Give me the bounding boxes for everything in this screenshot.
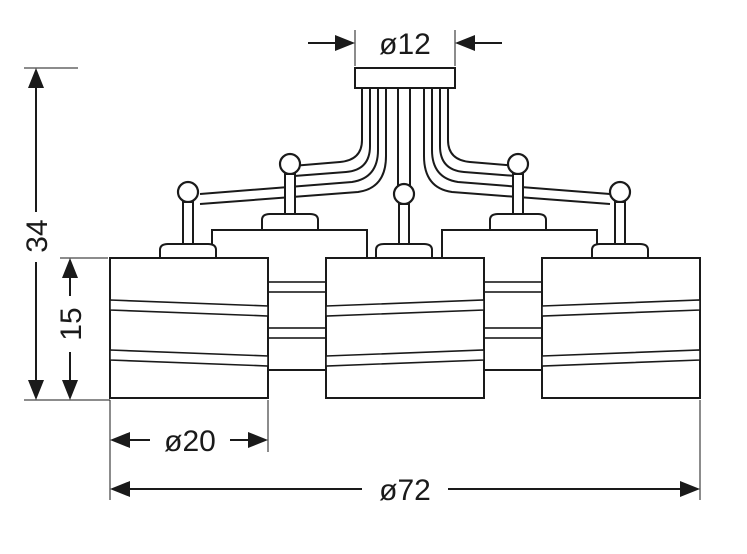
shade-height-dimension: 15 (55, 257, 108, 400)
overall-diameter-dimension: ø72 (109, 400, 701, 507)
rear-right-socket (489, 152, 547, 231)
front-center-shade (325, 257, 485, 399)
ceiling-canopy (354, 67, 456, 89)
total-height-dimension: 34 (21, 67, 110, 401)
shade-diameter-dimension: ø20 (109, 400, 269, 458)
canopy-diameter-label: ø12 (379, 28, 431, 61)
front-center-socket (375, 182, 433, 259)
total-height-label: 34 (21, 219, 54, 252)
lamp-arms (199, 88, 611, 205)
overall-diameter-label: ø72 (379, 474, 431, 507)
front-right-shade (541, 257, 701, 399)
shade-height-label: 15 (55, 307, 88, 340)
front-left-shade (109, 257, 269, 399)
shade-diameter-label: ø20 (164, 425, 216, 458)
rear-left-socket (261, 152, 319, 231)
front-left-socket (159, 180, 217, 259)
front-right-socket (591, 180, 649, 259)
canopy-diameter-dimension: ø12 (308, 28, 502, 66)
